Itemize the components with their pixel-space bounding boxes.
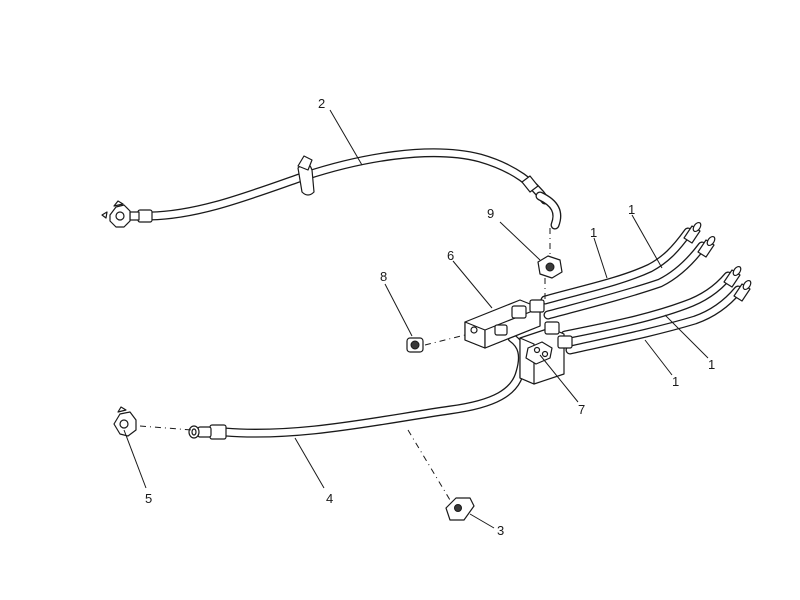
callout-8: 8 [380, 269, 387, 284]
callout-2: 2 [318, 96, 325, 111]
fitting-8 [406, 337, 424, 353]
clamp-3 [445, 497, 475, 521]
hose-1-upper-a [540, 221, 702, 305]
hose-clamp [297, 155, 315, 196]
callout-3: 3 [497, 523, 504, 538]
callout-9: 9 [487, 206, 494, 221]
hose-4 [188, 333, 527, 440]
callout-1-c: 1 [672, 374, 679, 389]
leader-lines [123, 109, 709, 529]
coupling-fitting-top [101, 200, 131, 228]
callout-1-d: 1 [708, 357, 715, 372]
bracket-7 [525, 341, 553, 365]
callout-1-a: 1 [590, 225, 597, 240]
callout-5: 5 [145, 491, 152, 506]
coupling-fitting-5 [113, 406, 137, 437]
hose-1-lower-a [560, 265, 742, 340]
callout-6: 6 [447, 248, 454, 263]
hose-1-upper-b [543, 235, 716, 320]
assembly-lines [139, 228, 551, 501]
callout-7: 7 [578, 402, 585, 417]
hose-1-lower-b [565, 279, 752, 355]
callout-4: 4 [326, 491, 333, 506]
callout-1-b: 1 [628, 202, 635, 217]
hose-2 [129, 148, 562, 230]
fitting-9 [537, 255, 563, 279]
